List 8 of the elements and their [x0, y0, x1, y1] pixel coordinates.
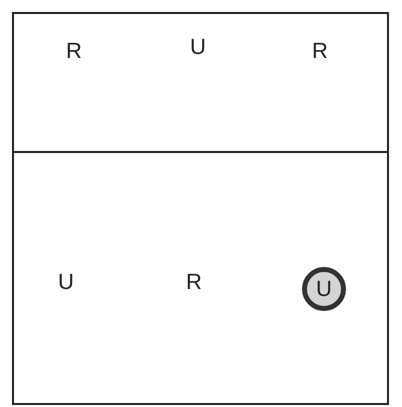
letter: U [58, 271, 74, 293]
letter: R [186, 271, 202, 293]
letter: R [312, 40, 328, 62]
letter: U [190, 36, 206, 58]
panel [12, 151, 389, 405]
letter: U [316, 278, 332, 300]
panel [12, 12, 389, 153]
letter: R [66, 40, 82, 62]
